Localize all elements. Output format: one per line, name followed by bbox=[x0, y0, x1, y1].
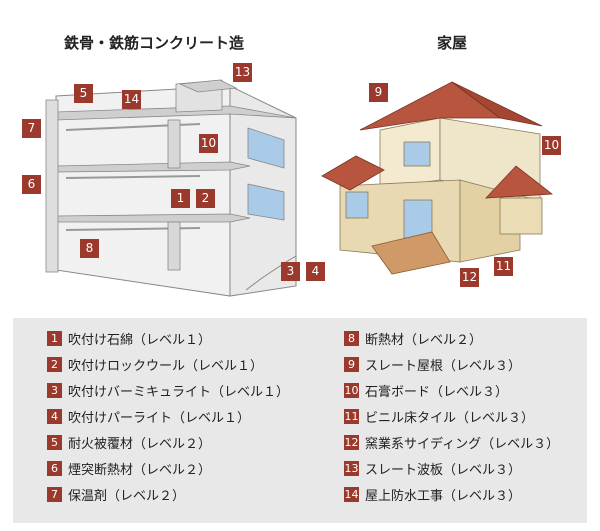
legend-label: ビニル床タイル（レベル３） bbox=[365, 410, 535, 426]
legend-label: 吹付けバーミキュライト（レベル１） bbox=[68, 384, 290, 400]
building-illustration bbox=[45, 79, 297, 297]
house-illustration bbox=[321, 81, 554, 275]
marker-8: 8 bbox=[80, 239, 99, 258]
marker-11-house: 11 bbox=[494, 257, 513, 276]
marker-13: 13 bbox=[233, 63, 252, 82]
legend-label: 耐火被覆材（レベル２） bbox=[68, 436, 212, 452]
legend-number: 1 bbox=[47, 330, 62, 346]
marker-4: 4 bbox=[306, 262, 325, 281]
legend-number: 8 bbox=[344, 330, 359, 346]
marker-14: 14 bbox=[122, 90, 141, 109]
legend-number: 2 bbox=[47, 356, 62, 372]
legend-number: 12 bbox=[344, 434, 359, 450]
legend-label: 断熱材（レベル２） bbox=[365, 332, 483, 348]
legend-label: 吹付けロックウール（レベル１） bbox=[68, 358, 264, 374]
legend-item: 5 耐火被覆材（レベル２） bbox=[47, 433, 212, 452]
legend-number: 7 bbox=[47, 486, 62, 502]
legend-item: 8 断熱材（レベル２） bbox=[344, 329, 483, 348]
legend-item: 12 窯業系サイディング（レベル３） bbox=[344, 433, 560, 452]
legend-label: 煙突断熱材（レベル２） bbox=[68, 462, 212, 478]
legend-number: 4 bbox=[47, 408, 62, 424]
legend-item: 9 スレート屋根（レベル３） bbox=[344, 355, 522, 374]
legend-item: 14 屋上防水工事（レベル３） bbox=[344, 485, 522, 504]
legend-item: 6 煙突断熱材（レベル２） bbox=[47, 459, 212, 478]
legend-number: 9 bbox=[344, 356, 359, 372]
marker-10-house: 10 bbox=[542, 136, 561, 155]
legend-panel: 1 吹付け石綿（レベル１） 2 吹付けロックウール（レベル１） 3 吹付けバーミキュラ… bbox=[13, 318, 587, 523]
legend-item: 7 保温剤（レベル２） bbox=[47, 485, 186, 504]
legend-number: 11 bbox=[344, 408, 359, 424]
marker-3: 3 bbox=[281, 262, 300, 281]
house-diagram-title: 家屋 bbox=[437, 34, 468, 52]
marker-2: 2 bbox=[196, 189, 215, 208]
legend-item: 4 吹付けパーライト（レベル１） bbox=[47, 407, 251, 426]
legend-label: 石膏ボード（レベル３） bbox=[365, 384, 509, 400]
legend-label: 屋上防水工事（レベル３） bbox=[365, 488, 522, 504]
marker-5: 5 bbox=[74, 84, 93, 103]
marker-6: 6 bbox=[22, 175, 41, 194]
marker-1: 1 bbox=[171, 189, 190, 208]
legend-item: 3 吹付けバーミキュライト（レベル１） bbox=[47, 381, 290, 400]
legend-label: 吹付け石綿（レベル１） bbox=[68, 332, 212, 348]
building-diagram-title: 鉄骨・鉄筋コンクリート造 bbox=[64, 34, 245, 52]
legend-number: 13 bbox=[344, 460, 359, 476]
legend-label: スレート屋根（レベル３） bbox=[365, 358, 522, 374]
legend-item: 10 石膏ボード（レベル３） bbox=[344, 381, 509, 400]
legend-item: 11 ビニル床タイル（レベル３） bbox=[344, 407, 535, 426]
legend-label: スレート波板（レベル３） bbox=[365, 462, 522, 478]
legend-number: 6 bbox=[47, 460, 62, 476]
legend-number: 5 bbox=[47, 434, 62, 450]
legend-number: 3 bbox=[47, 382, 62, 398]
legend-item: 1 吹付け石綿（レベル１） bbox=[47, 329, 212, 348]
legend-number: 14 bbox=[344, 486, 359, 502]
legend-label: 保温剤（レベル２） bbox=[68, 488, 186, 504]
marker-10-building: 10 bbox=[199, 134, 218, 153]
legend-label: 窯業系サイディング（レベル３） bbox=[365, 436, 560, 452]
marker-9-house: 9 bbox=[369, 83, 388, 102]
legend-label: 吹付けパーライト（レベル１） bbox=[68, 410, 251, 426]
legend-item: 13 スレート波板（レベル３） bbox=[344, 459, 522, 478]
marker-12-house: 12 bbox=[460, 268, 479, 287]
legend-item: 2 吹付けロックウール（レベル１） bbox=[47, 355, 264, 374]
illustration-area bbox=[45, 79, 554, 297]
legend-number: 10 bbox=[344, 382, 359, 398]
marker-7: 7 bbox=[22, 119, 41, 138]
